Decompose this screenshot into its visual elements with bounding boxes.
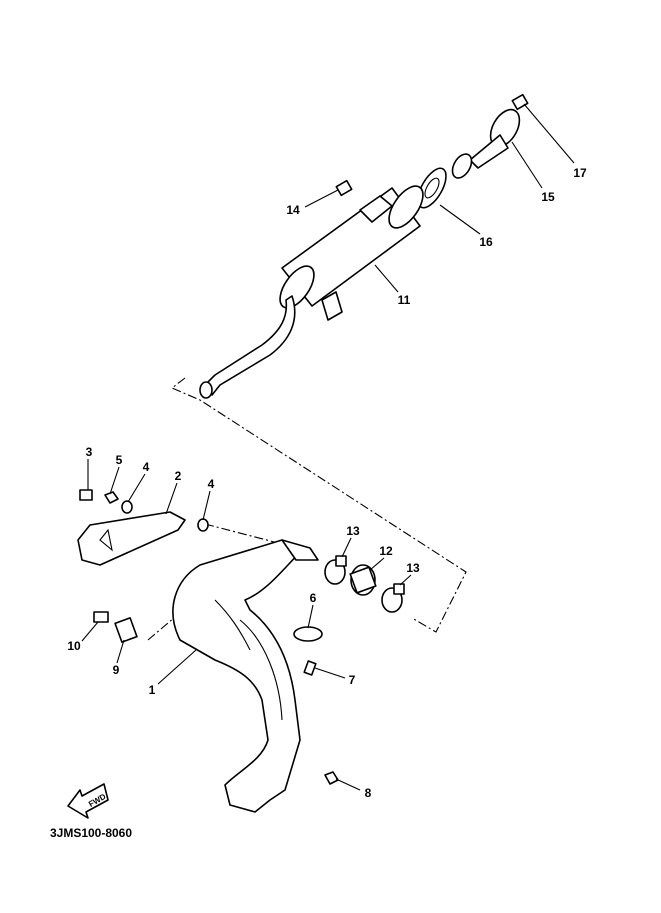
- diagram-code: 3JMS100-8060: [50, 826, 132, 840]
- callout-2: 2: [175, 469, 182, 483]
- callout-9: 9: [113, 663, 120, 677]
- part-9-damper: [114, 617, 138, 643]
- part-4-washer-2: [197, 518, 209, 532]
- part-3-bolt: [79, 489, 93, 501]
- callout-13b: 13: [406, 561, 420, 575]
- callout-10: 10: [67, 639, 81, 653]
- part-1-exhaust-pipe: [172, 539, 319, 813]
- callout-8: 8: [365, 786, 372, 800]
- callout-12: 12: [379, 544, 393, 558]
- callout-13: 13: [346, 524, 360, 538]
- part-10-bolt: [93, 611, 109, 623]
- callout-1: 1: [149, 683, 156, 697]
- callout-4b: 4: [208, 477, 215, 491]
- part-13-clamp-2: [381, 583, 405, 613]
- part-12-joint: [349, 564, 377, 596]
- callout-17: 17: [573, 166, 587, 180]
- callout-4: 4: [143, 460, 150, 474]
- part-15-end-cap: [451, 108, 521, 179]
- callout-14: 14: [286, 203, 300, 217]
- part-14-bolt: [335, 179, 353, 197]
- part-6-grommet: [293, 626, 323, 642]
- callout-11: 11: [398, 293, 411, 307]
- part-13-clamp: [324, 555, 347, 585]
- part-16-gasket: [417, 167, 447, 209]
- part-5-nut: [104, 491, 119, 504]
- part-8-nut: [324, 771, 339, 785]
- assembly-line-bracket: [204, 523, 283, 545]
- part-7-spring: [303, 660, 317, 676]
- assembly-line-main: [170, 377, 467, 633]
- part-17-bolt: [511, 93, 529, 111]
- part-2-bracket: [77, 511, 186, 566]
- leader-lines: [81, 103, 575, 791]
- callout-5: 5: [116, 453, 123, 467]
- callout-3: 3: [86, 445, 93, 459]
- part-4-washer: [121, 500, 133, 514]
- callout-16: 16: [479, 235, 493, 249]
- part-11-muffler: [199, 185, 424, 399]
- callout-15: 15: [541, 190, 555, 204]
- callout-7: 7: [349, 673, 356, 687]
- fwd-arrow-icon: FWD: [67, 783, 109, 819]
- callout-6: 6: [310, 591, 317, 605]
